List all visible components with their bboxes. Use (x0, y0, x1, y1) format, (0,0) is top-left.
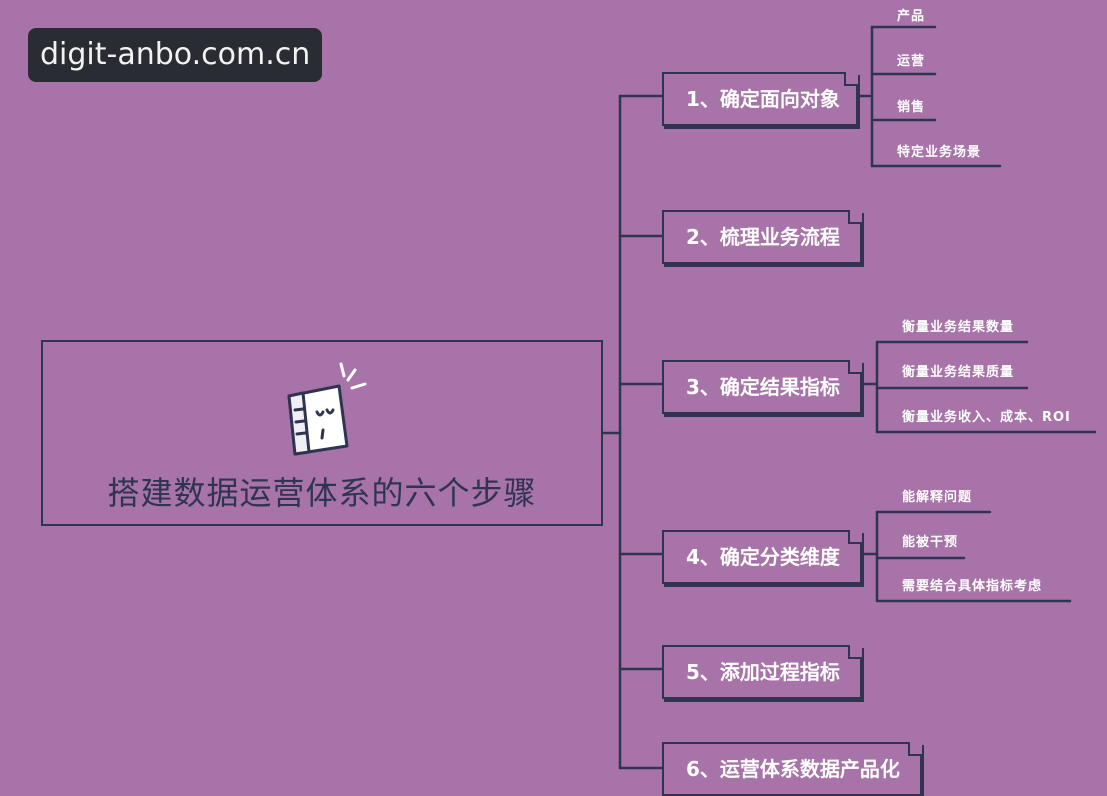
step-6-label: 6、运营体系数据产品化 (686, 757, 900, 781)
step-4-leaf-2: 能被干预 (902, 535, 959, 550)
step-3-leaf-2: 衡量业务结果质量 (902, 365, 1015, 380)
watermark-label: digit-anbo.com.cn (28, 28, 323, 82)
step-1-label: 1、确定面向对象 (686, 87, 840, 111)
step-1-leaf-4: 特定业务场景 (897, 145, 982, 160)
step-5-label: 5、添加过程指标 (686, 660, 840, 684)
book-icon (287, 362, 367, 456)
step-1-leaf-1: 产品 (897, 9, 926, 24)
main-topic-box: 搭建数据运营体系的六个步骤 (41, 340, 603, 526)
main-title: 搭建数据运营体系的六个步骤 (107, 474, 537, 512)
step-3-label: 3、确定结果指标 (686, 375, 840, 399)
step-2-label: 2、梳理业务流程 (686, 225, 840, 249)
step-6-box: 6、运营体系数据产品化 (662, 742, 922, 796)
step-4-leaf-3: 需要结合具体指标考虑 (902, 579, 1043, 594)
step-5-box: 5、添加过程指标 (662, 645, 862, 699)
step-1-leaf-2: 运营 (897, 54, 926, 69)
step-3-box: 3、确定结果指标 (662, 360, 862, 414)
step-3-leaf-1: 衡量业务结果数量 (902, 320, 1015, 335)
step-1-box: 1、确定面向对象 (662, 72, 858, 126)
step-4-box: 4、确定分类维度 (662, 530, 862, 584)
step-3-leaf-3: 衡量业务收入、成本、ROI (902, 410, 1071, 425)
step-2-box: 2、梳理业务流程 (662, 210, 862, 264)
step-4-leaf-1: 能解释问题 (902, 490, 973, 505)
step-1-leaf-3: 销售 (897, 100, 926, 115)
step-4-label: 4、确定分类维度 (686, 545, 840, 569)
